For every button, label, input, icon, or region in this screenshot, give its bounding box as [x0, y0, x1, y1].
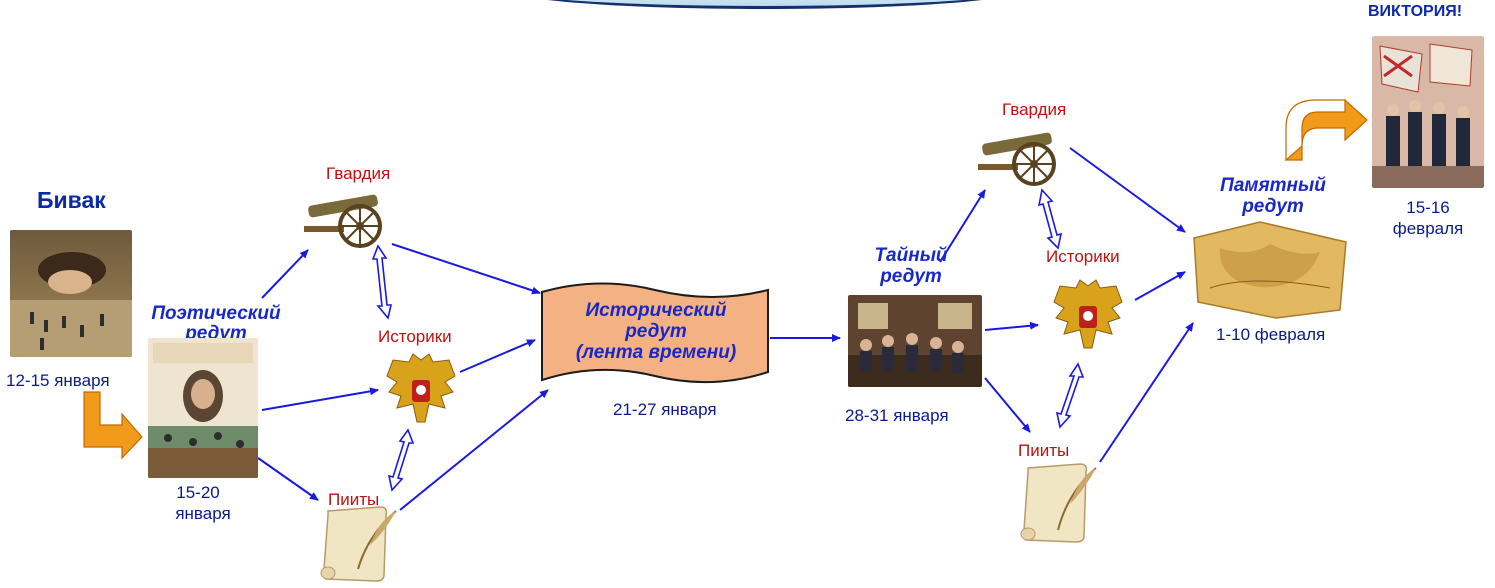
historical-line2: редут: [625, 321, 687, 342]
right-poets-label: Пииты: [1018, 441, 1070, 460]
secret-title-line2: редут: [880, 266, 942, 287]
right-historians-label: Историки: [1046, 247, 1120, 266]
bivak-title: Бивак: [37, 187, 106, 213]
arrow-poets-to-historical: [399, 389, 549, 511]
arrow-secret-to-poets: [984, 377, 1031, 433]
double-arrow-guard-historians-left: [371, 244, 393, 320]
double-arrow-guard-historians-right: [1037, 188, 1063, 250]
cannon-icon: [298, 182, 398, 252]
double-eagle-emblem-icon: [1050, 278, 1126, 356]
right-guard-label: Гвардия: [1002, 100, 1067, 119]
arrow-guard-to-memorial: [1069, 147, 1186, 233]
victory-dates-line2: февраля: [1392, 219, 1464, 238]
secret-dates: 28-31 января: [845, 406, 949, 425]
arrow-poetic-to-historians: [261, 387, 379, 411]
soldiers-banners-painting-icon: [1372, 36, 1484, 188]
memorial-dates: 1-10 февраля: [1216, 325, 1326, 344]
poetic-title-line1: Поэтический: [151, 303, 281, 324]
historical-dates: 21-27 января: [613, 400, 717, 419]
left-historians-label: Историки: [378, 327, 452, 346]
poetic-dates-line2: января: [175, 504, 231, 523]
left-guard-label: Гвардия: [326, 164, 391, 183]
memorial-title-line2: редут: [1242, 196, 1304, 217]
quill-scroll-icon: [318, 505, 398, 583]
double-eagle-emblem-icon: [383, 352, 459, 430]
arrow-poetic-to-poets: [257, 457, 319, 501]
victory-dates-line1: 15-16: [1406, 198, 1450, 217]
left-poets-label: Пииты: [328, 490, 380, 509]
arrow-historians-to-memorial: [1134, 271, 1186, 301]
cannon-icon: [972, 120, 1072, 190]
double-arrow-historians-poets-right: [1055, 362, 1085, 429]
book-cover-icon: [148, 338, 258, 478]
top-banner-edge: [505, 0, 1025, 9]
arrow-poetic-to-guard: [261, 249, 309, 299]
quill-scroll-icon: [1018, 462, 1098, 544]
arrow-poets-to-memorial: [1099, 322, 1194, 463]
arrow-secret-to-guard: [939, 189, 986, 263]
bivak-dates: 12-15 января: [6, 371, 110, 390]
arrow-secret-to-historians: [984, 321, 1039, 331]
boy-painting-icon: [10, 230, 132, 357]
poetic-dates-line1: 15-20: [176, 483, 220, 502]
old-map-icon: [1190, 218, 1350, 320]
arrow-historians-to-historical: [459, 339, 536, 373]
double-arrow-historians-poets-left: [387, 428, 415, 492]
historical-line3: (лента времени): [575, 342, 737, 363]
council-painting-icon: [848, 295, 982, 387]
memorial-title-line1: Памятный: [1220, 175, 1326, 196]
historical-line1: Исторический: [585, 300, 727, 321]
block-arrow-bivak-to-poetic: [83, 391, 143, 460]
arrow-guard-to-historical: [391, 243, 541, 295]
victory-title: ВИКТОРИЯ!: [1368, 3, 1463, 20]
block-arrow-memorial-to-victory: [1284, 98, 1368, 161]
secret-title-line1: Тайный: [874, 245, 948, 266]
historical-redoubt-banner: [538, 280, 772, 398]
